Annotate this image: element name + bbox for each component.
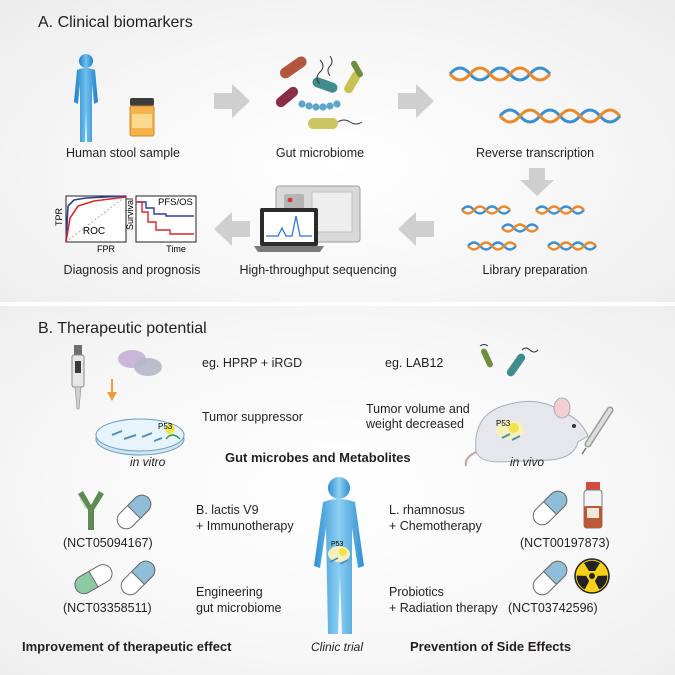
label-library-preparation: Library preparation: [482, 263, 588, 277]
arrow-left-icon: [398, 212, 434, 246]
survival-x-label: Time: [166, 244, 186, 254]
medicine-vial-icon: [583, 482, 603, 529]
survival-curve-label: PFS/OS: [158, 197, 193, 208]
label-human-stool-sample: Human stool sample: [66, 146, 180, 160]
trial-1-line2: + Immunotherapy: [196, 519, 294, 533]
in-vitro-caption: in vitro: [130, 455, 166, 469]
arrow-down-icon: [520, 168, 554, 196]
stool-jar-icon: [129, 98, 155, 137]
in-vivo-effect-line2: weight decreased: [366, 417, 464, 431]
panel-b-title: B. Therapeutic potential: [38, 320, 207, 337]
in-vitro-gene-label: P53: [158, 422, 173, 431]
arrow-right-icon: [398, 84, 434, 118]
in-vitro-icon: P53: [71, 345, 185, 456]
trial-2-line2: gut microbiome: [196, 601, 282, 615]
footer-prevention: Prevention of Side Effects: [410, 639, 572, 654]
trial-1-text: B. lactis V9 + Immunotherapy: [196, 502, 294, 534]
bacteria-icon: [275, 55, 363, 129]
capsule-icon: [74, 564, 113, 595]
trial-1-id: (NCT05094167): [63, 536, 153, 550]
trial-3-text: L. rhamnosus + Chemotherapy: [389, 502, 482, 534]
in-vivo-gene-label: P53: [496, 419, 511, 428]
in-vivo-caption: in vivo: [510, 455, 545, 469]
human-gene-label: P53: [331, 541, 344, 548]
panel-a-title: A. Clinical biomarkers: [38, 14, 193, 31]
trial-3-line1: L. rhamnosus: [389, 503, 465, 517]
human-body-icon: [74, 54, 98, 142]
human-body-icon: P53: [314, 477, 364, 634]
dna-helix-icon: [448, 66, 622, 124]
clinic-trial-caption: Clinic trial: [311, 640, 364, 654]
capsule-icon: [120, 560, 156, 596]
radiation-icon: [574, 558, 610, 594]
trial-1-line1: B. lactis V9: [196, 503, 259, 517]
arrow-right-icon: [214, 84, 250, 118]
capsule-radiation-icon: [532, 558, 610, 596]
pipette-icon: [71, 345, 85, 410]
petri-dish-small-icon: [118, 350, 162, 376]
trial-3-id: (NCT00197873): [520, 536, 610, 550]
laptop-icon: [254, 208, 324, 252]
sequencer-icon: [254, 185, 361, 252]
trial-4-line1: Probiotics: [389, 585, 444, 599]
roc-y-label: TPR: [54, 207, 64, 226]
trial-4-text: Probiotics + Radiation therapy: [389, 584, 498, 616]
in-vitro-effect: Tumor suppressor: [202, 410, 303, 424]
human-stool-icon: [74, 54, 155, 142]
trial-4-id: (NCT03742596): [508, 601, 598, 615]
roc-curve-label: ROC: [83, 226, 105, 237]
roc-x-label: FPR: [97, 244, 116, 254]
in-vivo-effect: Tumor volume and weight decreased: [366, 402, 470, 432]
capsule-icon: [532, 560, 568, 596]
label-reverse-transcription: Reverse transcription: [475, 146, 595, 160]
panel-clinical-biomarkers: [0, 0, 675, 302]
petri-dish-icon: P53: [95, 418, 185, 456]
capsule-icon: [116, 494, 152, 530]
mouse-icon: P53: [464, 397, 614, 467]
footer-improvement: Improvement of therapeutic effect: [22, 639, 232, 654]
arrow-left-icon: [214, 212, 250, 246]
in-vitro-example: eg. HPRP + iRGD: [202, 356, 303, 370]
survival-y-label: Survival: [125, 198, 135, 230]
probiotic-bacteria-icon: [479, 344, 539, 377]
label-gut-microbiome: Gut microbiome: [275, 146, 365, 160]
trial-4-line2: + Radiation therapy: [389, 601, 498, 615]
syringe-icon: [581, 406, 614, 455]
dna-fragments-icon: [461, 205, 597, 251]
in-vivo-example: eg. LAB12: [385, 356, 444, 370]
roc-chart-icon: TPR ROC FPR: [54, 195, 127, 254]
trial-2-text: Engineering gut microbiome: [196, 584, 281, 616]
label-diagnosis-prognosis: Diagnosis and prognosis: [63, 263, 201, 277]
survival-chart-icon: Survival PFS/OS Time: [125, 195, 197, 254]
in-vivo-effect-line1: Tumor volume and: [366, 402, 470, 416]
antibody-icon: [78, 491, 104, 530]
label-high-throughput-sequencing: High-throughput sequencing: [239, 263, 397, 277]
capsule-vial-icon: [532, 482, 603, 529]
trial-3-line2: + Chemotherapy: [389, 519, 482, 533]
section-divider: [0, 302, 675, 306]
antibody-capsule-icon: [78, 491, 152, 530]
trial-2-id: (NCT03358511): [63, 601, 152, 615]
gut-microbiome-icon: [275, 55, 363, 129]
capsule-icon: [532, 490, 568, 526]
center-heading: Gut microbes and Metabolites: [225, 450, 411, 465]
capsules-icon: [74, 560, 156, 596]
trial-2-line1: Engineering: [196, 585, 263, 599]
